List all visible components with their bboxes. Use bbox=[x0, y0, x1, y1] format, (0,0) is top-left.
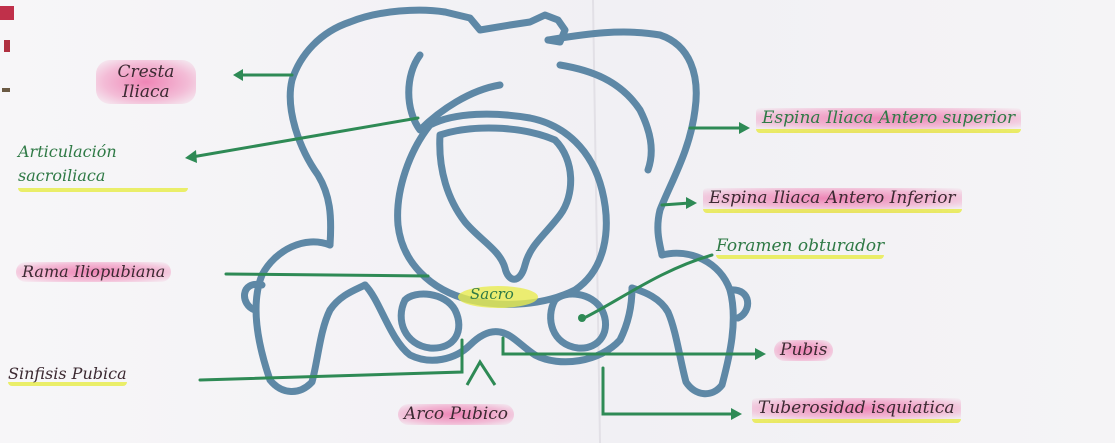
right-ilium-inner bbox=[556, 61, 655, 174]
pubic-rami bbox=[361, 281, 636, 366]
right-ilium bbox=[544, 28, 700, 259]
left-femur bbox=[252, 238, 369, 395]
sacrum-inner bbox=[436, 124, 575, 283]
arrow-espina-inf bbox=[686, 197, 697, 209]
right-foramen bbox=[547, 290, 610, 352]
arrow-articulacion bbox=[185, 150, 197, 163]
pointer-espina-inf bbox=[660, 201, 692, 207]
sacro-highlight bbox=[458, 286, 538, 308]
pointer-foramen bbox=[582, 253, 714, 320]
label-arco-pubico: Arco Pubico bbox=[398, 404, 515, 425]
left-foramen bbox=[397, 290, 463, 352]
edge-mark bbox=[4, 40, 10, 52]
edge-mark bbox=[2, 88, 10, 92]
pelvis-outline bbox=[241, 6, 751, 398]
arco-caret bbox=[465, 359, 497, 386]
pointer-tuberosidad bbox=[601, 366, 736, 416]
pointer-rama bbox=[224, 272, 430, 278]
right-trochanter bbox=[726, 286, 751, 322]
edge-mark bbox=[0, 6, 14, 20]
pointer-sinfisis bbox=[198, 338, 464, 382]
label-espina-antero-inferior: Espina Iliaca Antero Inferior bbox=[703, 188, 962, 213]
label-articulacion-sacroiliaca: Articulación sacroiliaca bbox=[18, 140, 188, 192]
left-ilium bbox=[286, 6, 449, 249]
label-tuberosidad-isquiatica: Tuberosidad isquiatica bbox=[752, 398, 961, 423]
label-sacro: Sacro bbox=[470, 285, 514, 303]
pointer-pubis bbox=[501, 336, 760, 356]
pelvic-brim bbox=[394, 110, 610, 308]
label-foramen-obturador: Foramen obturador bbox=[716, 238, 885, 259]
left-trochanter bbox=[241, 280, 266, 314]
label-sinfisis-pubica: Sinfisis Pubica bbox=[8, 366, 127, 386]
label-espina-antero-superior: Espina Iliaca Antero superior bbox=[756, 108, 1022, 133]
pointer-lines bbox=[185, 69, 766, 420]
dot-foramen bbox=[578, 314, 586, 322]
arrow-espina-sup bbox=[739, 122, 750, 134]
arrow-tuberosidad bbox=[731, 408, 742, 420]
right-femur bbox=[628, 249, 737, 398]
arrow-pubis bbox=[755, 348, 766, 360]
arrow-cresta bbox=[233, 69, 243, 81]
label-cresta-iliaca: Cresta Iliaca bbox=[96, 60, 196, 104]
pointer-articulacion bbox=[190, 116, 420, 159]
paper-fold bbox=[592, 0, 601, 443]
label-pubis: Pubis bbox=[774, 340, 834, 361]
label-rama-iliopubiana: Rama Iliopubiana bbox=[16, 262, 172, 282]
left-ilium-inner bbox=[405, 51, 504, 134]
